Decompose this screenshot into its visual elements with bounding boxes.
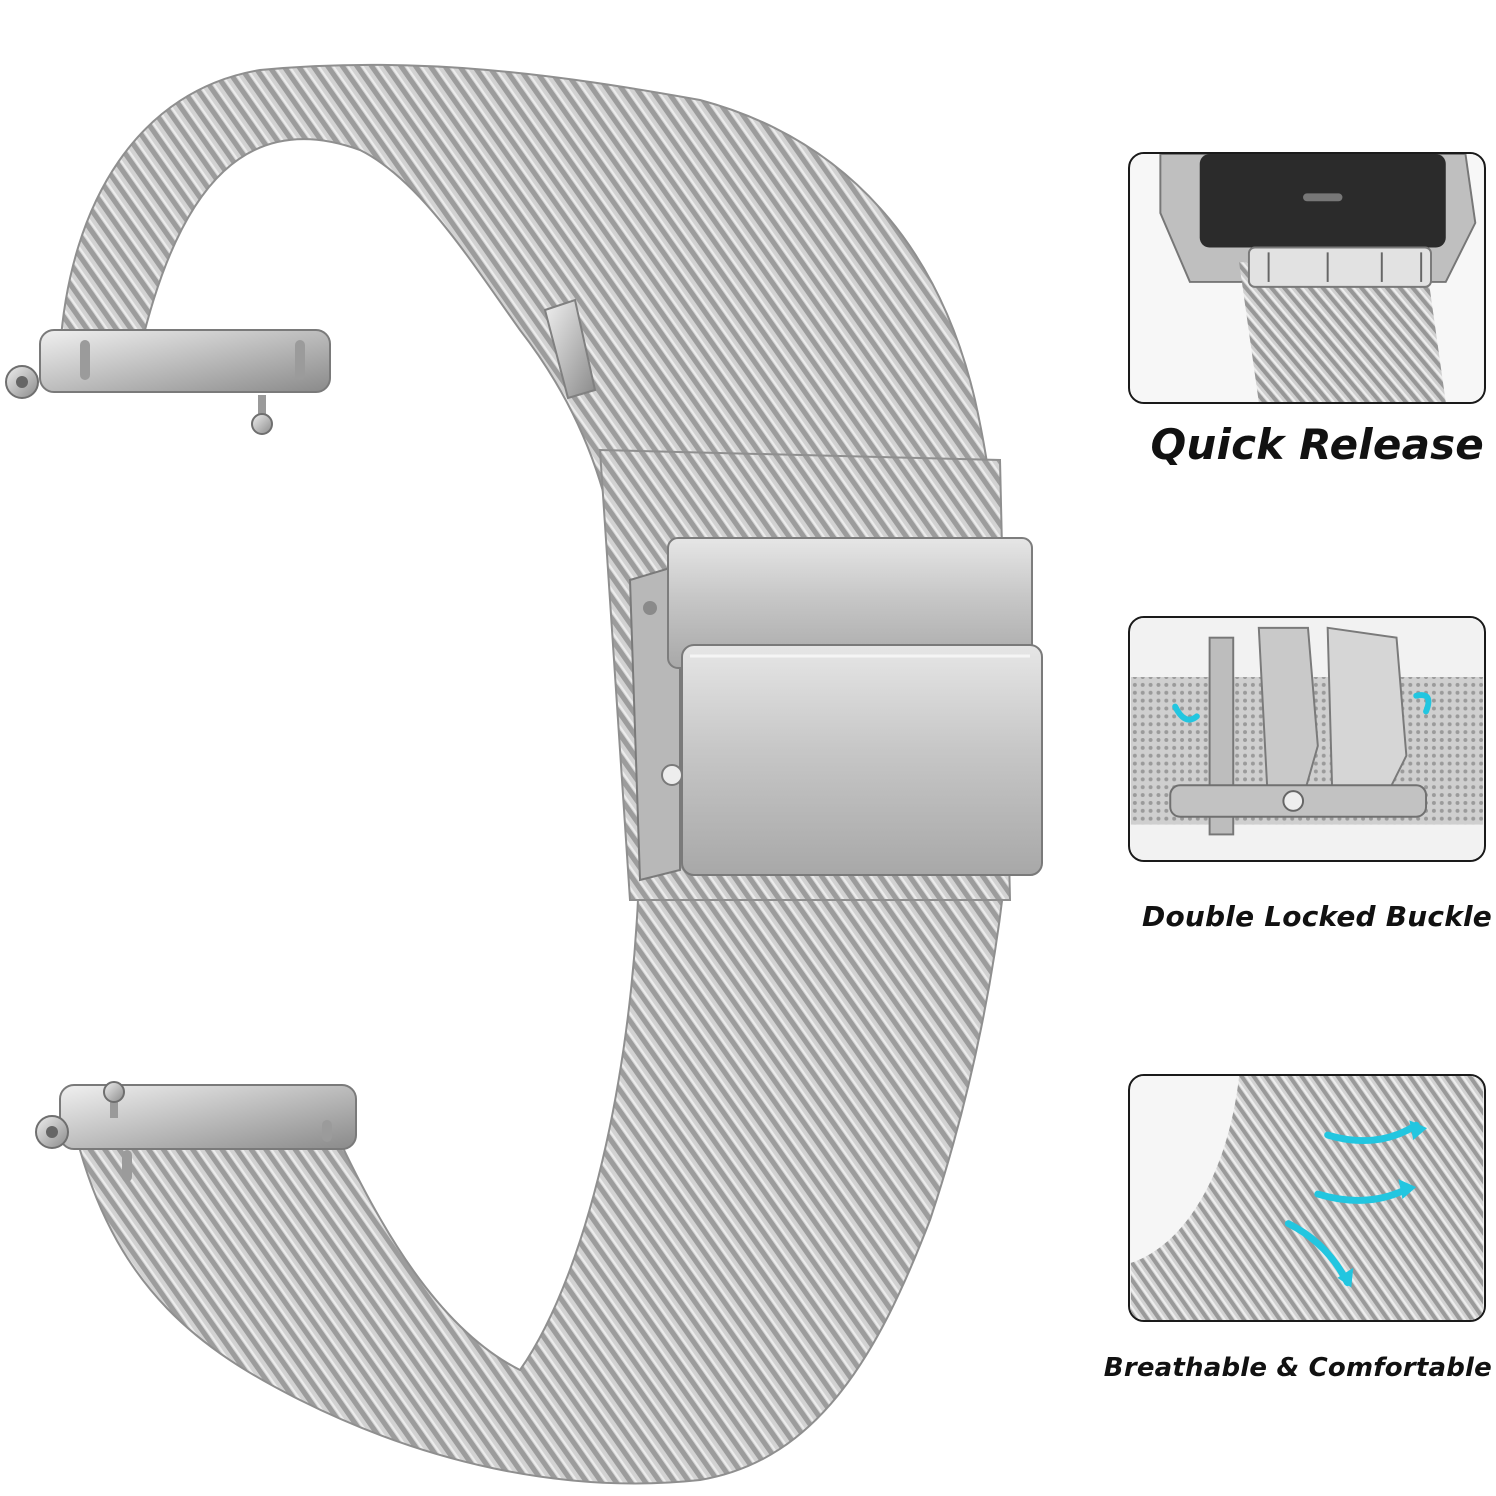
- lower-end-link: [35, 1081, 357, 1182]
- buckle-photo: [1128, 616, 1486, 862]
- quick-release-photo: [1128, 152, 1486, 404]
- quick-release-caption: Quick Release: [1150, 420, 1484, 469]
- band-lower: [78, 819, 1012, 1485]
- buckle-caption: Double Locked Buckle: [1142, 900, 1492, 933]
- mesh-watch-band: [5, 63, 1043, 1485]
- breathable-photo: [1128, 1074, 1486, 1322]
- upper-end-link: [5, 329, 331, 435]
- breathable-caption: Breathable & Comfortable: [1103, 1353, 1492, 1383]
- clasp-buckle: [628, 537, 1043, 882]
